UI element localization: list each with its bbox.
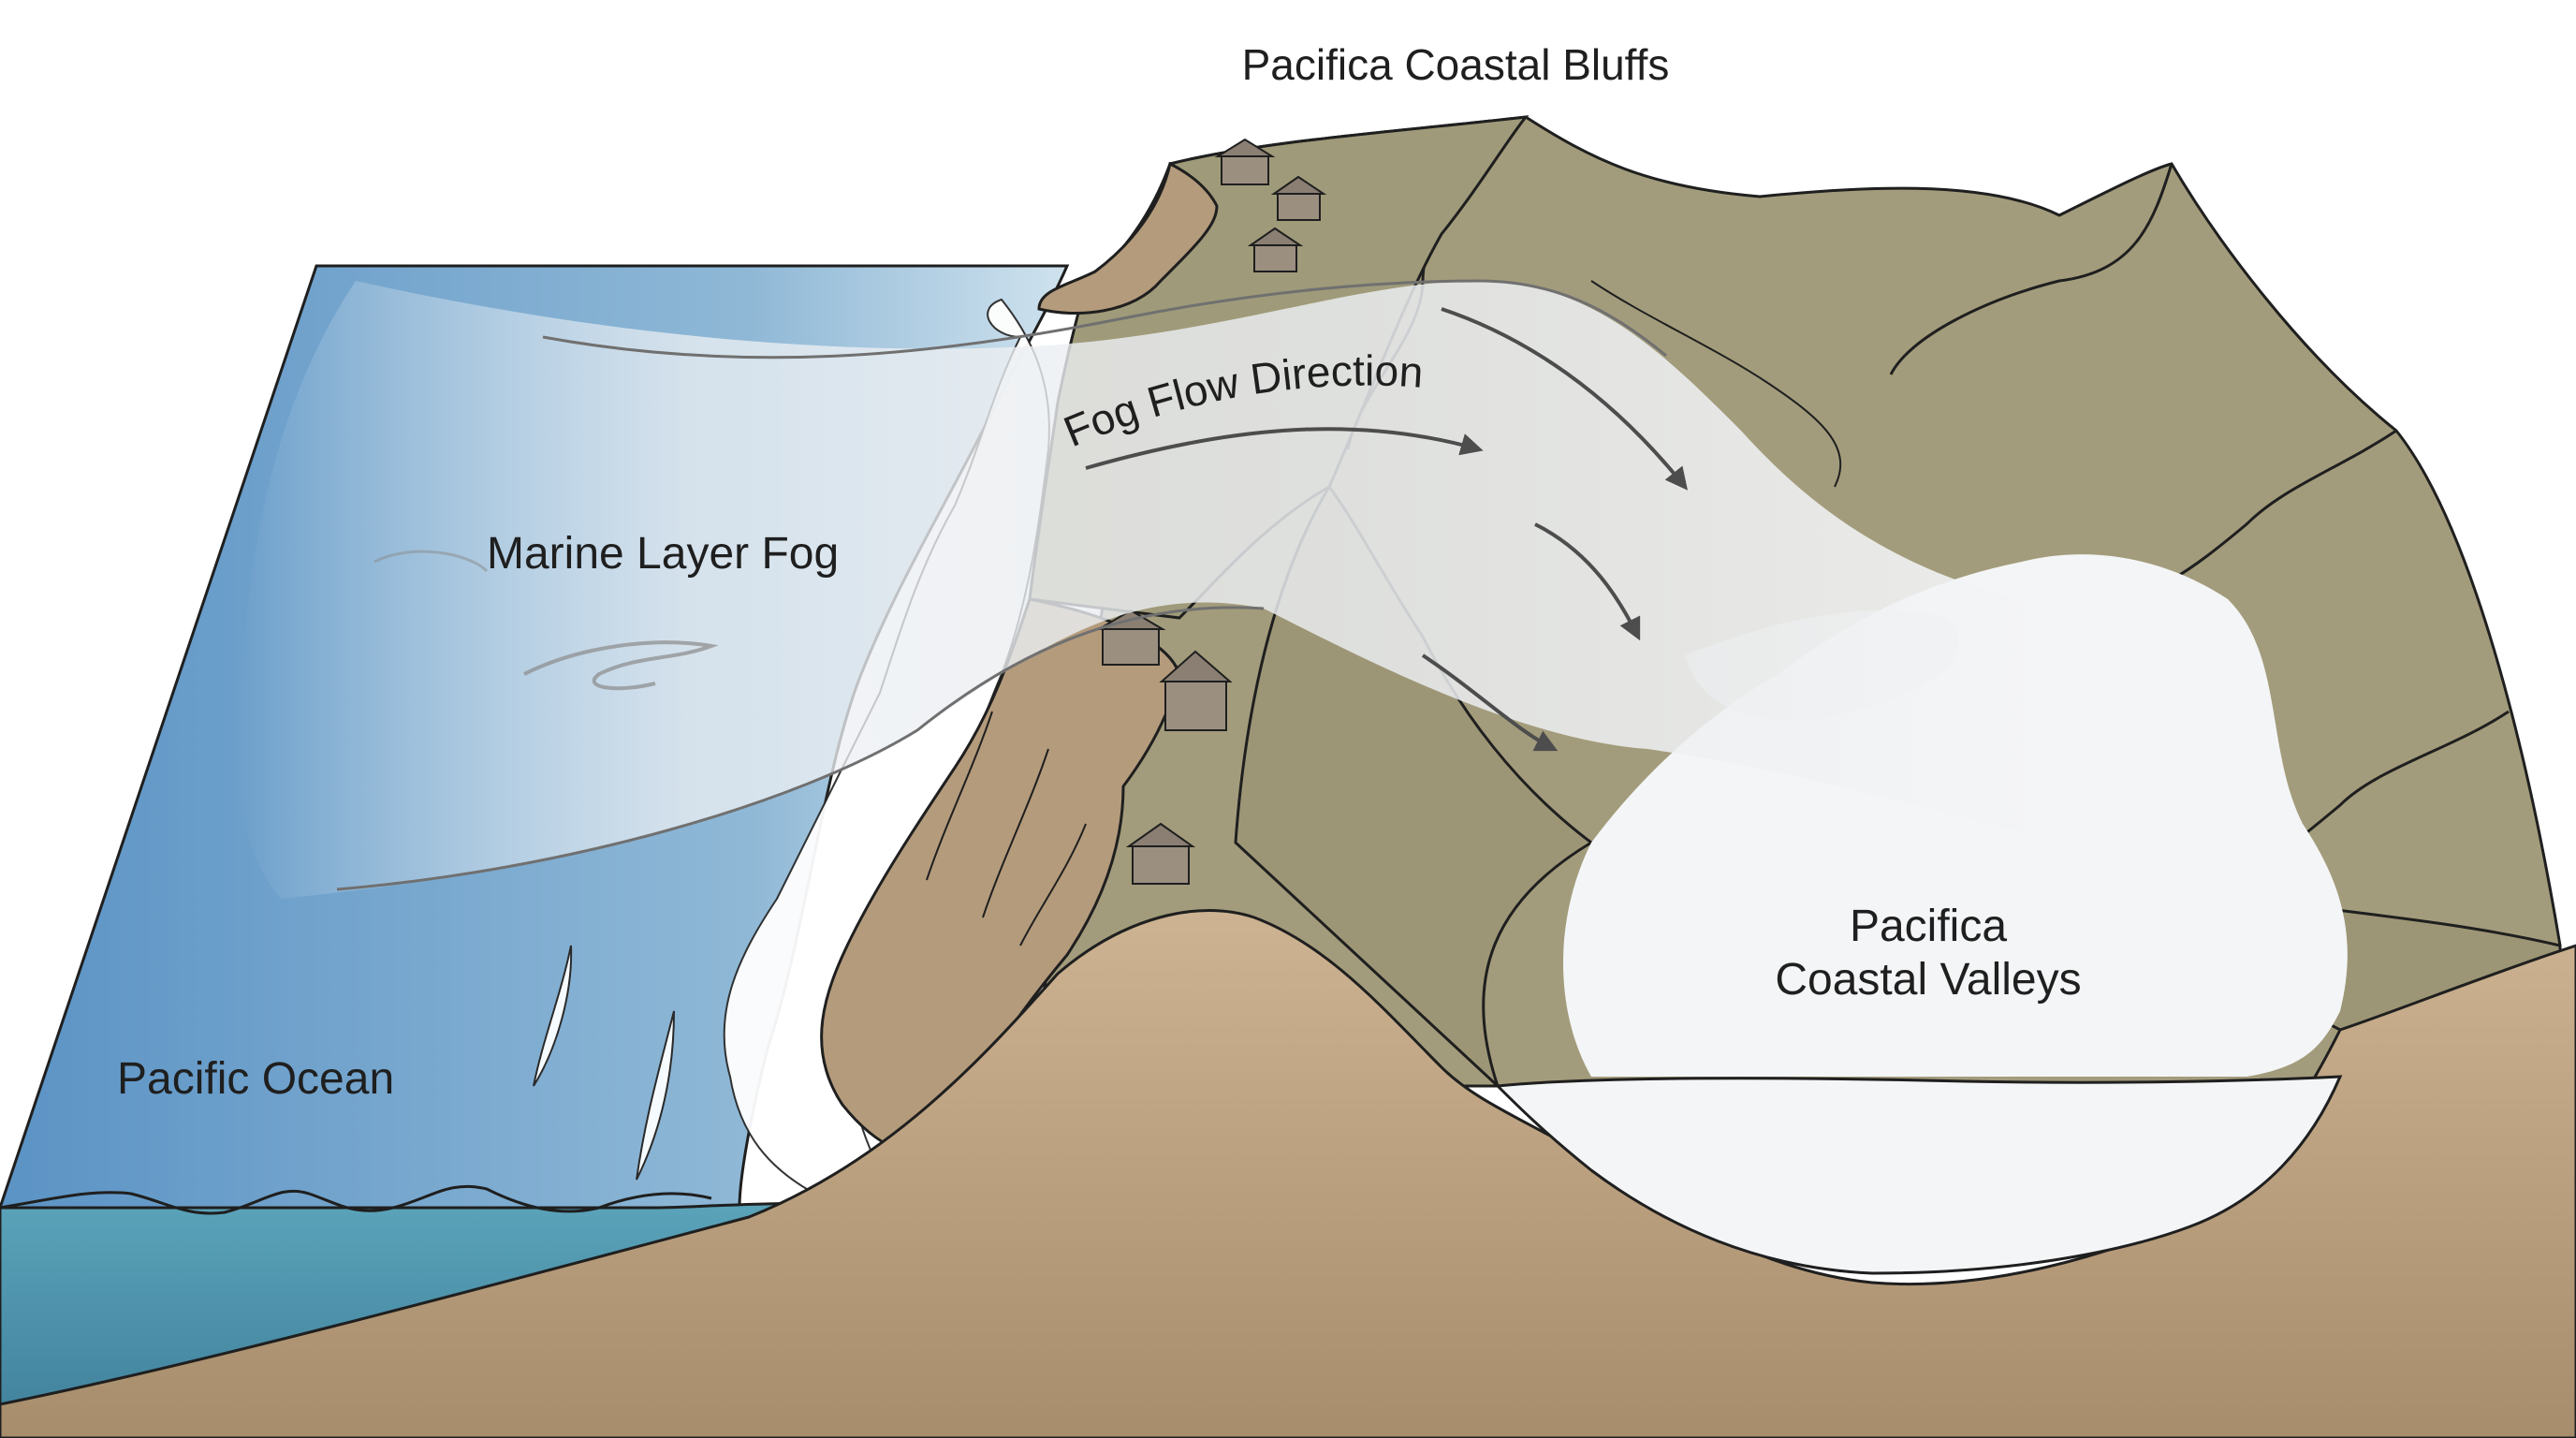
ridge-line-2 — [1889, 163, 2174, 375]
flow-arrow-lower — [1421, 653, 1559, 752]
marine-fog-band — [234, 281, 2060, 899]
valley-fog-pool — [1563, 554, 2348, 1077]
ocean-label: Pacific Ocean — [117, 1054, 394, 1104]
bluff-cliff-upper — [1037, 161, 1219, 315]
house-icon — [1270, 175, 1327, 221]
valley-fog-surface — [1494, 1075, 2343, 1275]
house-icon — [1125, 822, 1196, 885]
marine-fog-label: Marine Layer Fog — [487, 529, 839, 579]
fog-swirl-1 — [523, 640, 719, 691]
valleys-label-line1: Pacifica — [1850, 902, 2007, 951]
flow-arrow-main — [1085, 427, 1484, 470]
house-icon — [1214, 138, 1276, 185]
flow-arrow-upper — [1441, 307, 1688, 491]
ridge-line-5 — [1590, 280, 1842, 488]
house-icon — [1159, 650, 1233, 731]
house-icon — [1247, 227, 1304, 272]
cliff-crack-1 — [926, 711, 993, 881]
flow-arrow-middle — [1534, 522, 1641, 641]
ocean-waves — [0, 1184, 712, 1215]
fog-edge-bottom — [336, 606, 1265, 891]
wave-streak-1 — [533, 945, 573, 1087]
cliff-crack-2 — [982, 748, 1049, 918]
cliff-crack-3 — [1019, 823, 1087, 946]
bluffs-label: Pacifica Coastal Bluffs — [1242, 40, 1670, 89]
fog-swirl-2 — [373, 550, 489, 573]
fog-edge-top — [542, 279, 1667, 360]
wave-streak-2 — [636, 1010, 675, 1181]
valleys-label-line2: Coastal Valleys — [1775, 955, 2081, 1005]
